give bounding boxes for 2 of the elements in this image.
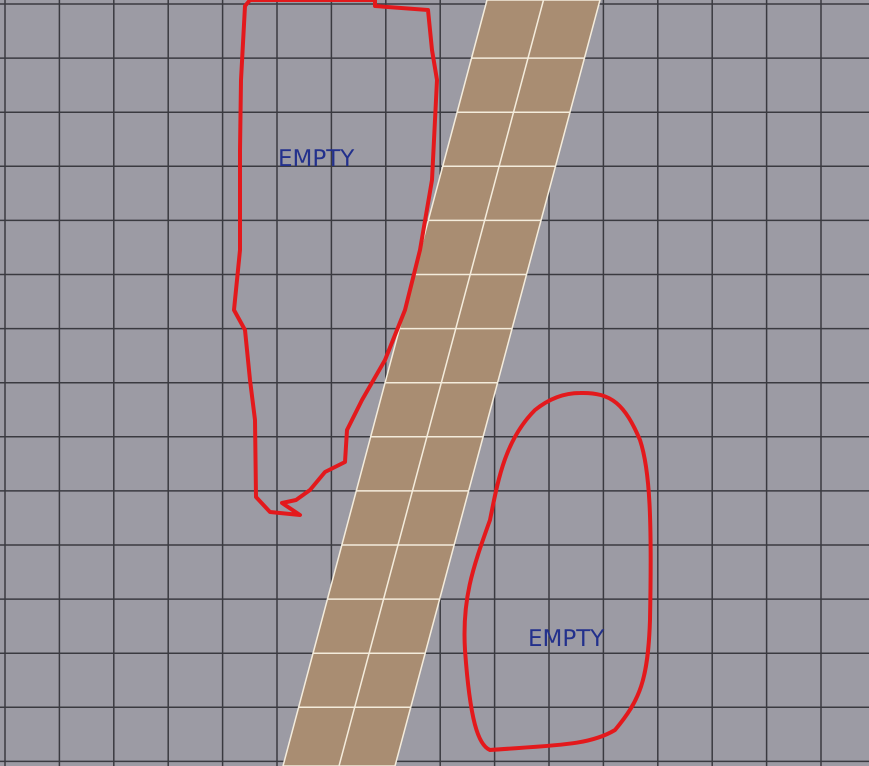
outlined-region <box>230 0 442 520</box>
outlined-region <box>460 390 655 754</box>
